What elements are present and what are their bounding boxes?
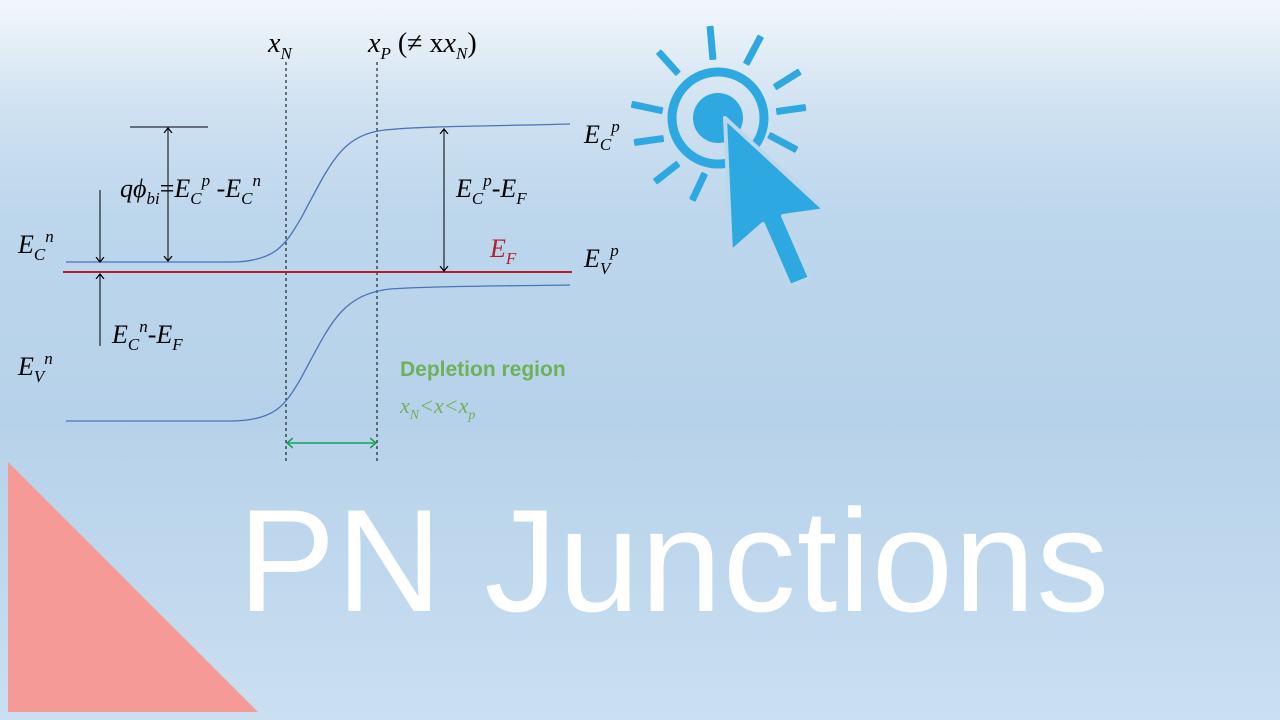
band-diagram bbox=[63, 62, 572, 462]
depletion-region-label: Depletion region bbox=[400, 358, 566, 381]
ecp-minus-ef-label: ECp-EF bbox=[456, 171, 527, 208]
corner-triangle-decoration bbox=[8, 462, 258, 712]
conduction-band-curve bbox=[66, 123, 571, 263]
ecn-minus-ef-label: ECn-EF bbox=[112, 317, 183, 354]
click-cursor-icon bbox=[630, 25, 827, 288]
page-title: PN Junctions bbox=[238, 479, 1111, 642]
xn-label: xN bbox=[268, 28, 292, 63]
ev-p-label: EVp bbox=[584, 241, 619, 278]
ec-n-label: ECn bbox=[18, 227, 54, 264]
depletion-range-label: xN<x<xp bbox=[400, 393, 476, 423]
valence-band-curve bbox=[66, 284, 571, 422]
ev-n-label: EVn bbox=[18, 349, 53, 386]
ec-p-label: ECp bbox=[584, 117, 620, 154]
fermi-level-label: EF bbox=[490, 234, 517, 268]
builtin-potential-label: qϕbi=ECp -ECn bbox=[120, 171, 262, 208]
xp-label: xP (≠ xxN) bbox=[368, 28, 477, 63]
